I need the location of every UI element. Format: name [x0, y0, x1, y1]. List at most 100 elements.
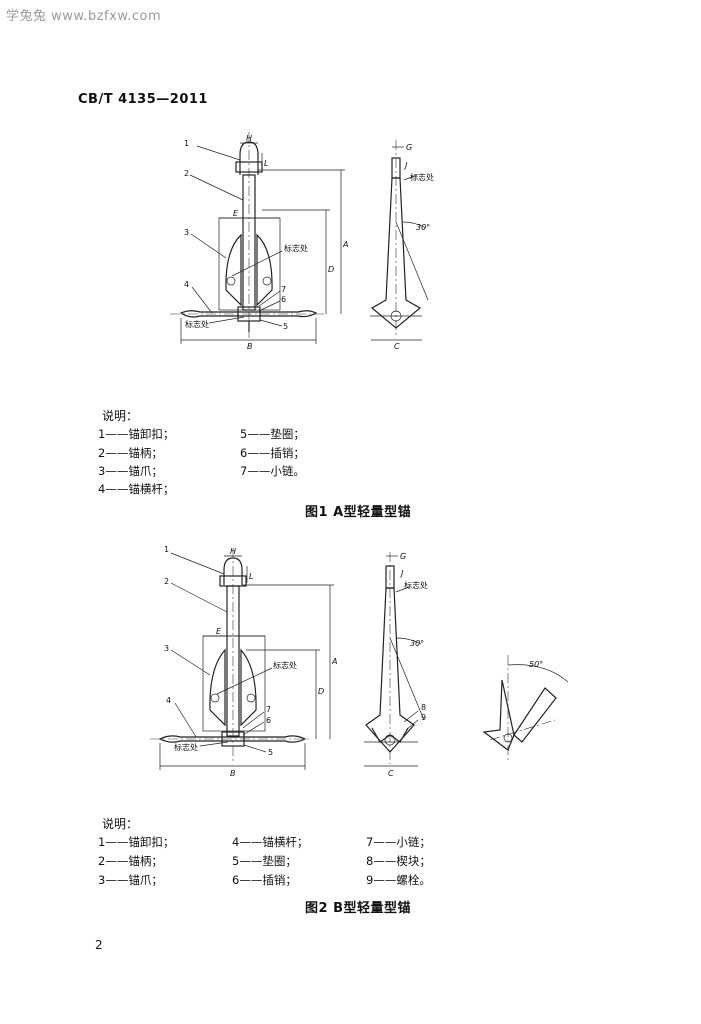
fig2-leader-1: [170, 552, 225, 575]
fig2-legend-item-4: 4——锚横杆；: [232, 835, 309, 849]
fig1-legend-item-1: 1——锚卸扣；: [98, 427, 175, 441]
fig2-callout-8: 8: [421, 703, 426, 712]
figure1-drawing: [170, 132, 429, 344]
fig2-legend-item-2: 2——锚柄；: [98, 854, 163, 868]
fig2-detail-angle-arc: [507, 664, 569, 683]
fig2-side-angle-line: [389, 637, 425, 721]
fig2-leader-8: [403, 710, 419, 723]
fig1-leader-mark: [231, 250, 283, 277]
fig2-legend-item-1: 1——锚卸扣；: [98, 835, 175, 849]
fig1-leader-6: [258, 300, 281, 312]
fig1-legend-item-6: 6——插销；: [240, 446, 305, 460]
fig2-legend-item-5: 5——垫圈；: [232, 854, 297, 868]
fig2-fluke-right: [240, 648, 257, 727]
fig2-hole-right: [246, 693, 256, 703]
fig1-dim-d-label: D: [328, 265, 334, 274]
page-number: 2: [95, 938, 103, 952]
fig2-leader-6: [242, 721, 265, 736]
fig1-fluke-left: [225, 233, 242, 307]
fig2-legend-item-7: 7——小链；: [366, 835, 431, 849]
fig1-dim-e-label: E: [233, 209, 239, 218]
fig2-leader-5: [243, 744, 267, 753]
fig2-dim-h-label: H: [230, 547, 236, 556]
fig1-leader-4: [191, 286, 213, 314]
fig2-caption: 图2 B型轻量型锚: [305, 901, 411, 916]
fig2-legend-item-6: 6——插销；: [232, 873, 297, 887]
fig2-leader-mark2: [199, 741, 229, 747]
figure2-drawing: [150, 548, 569, 770]
fig2-detail-fluke-right: [513, 687, 557, 743]
fig2-legend-item-3: 3——锚爪；: [98, 873, 163, 887]
fig2-leader-9: [405, 719, 419, 731]
fig2-callout-2: 2: [164, 577, 169, 586]
fig1-legend-item-3: 3——锚爪；: [98, 464, 163, 478]
fig2-dim-a-label: A: [331, 657, 337, 666]
fig2-dim-c-label: C: [388, 769, 394, 778]
fig2-legend-item-8: 8——楔块；: [366, 854, 431, 868]
fig2-stock: [158, 735, 307, 743]
fig2-callout-1: 1: [164, 545, 169, 554]
fig2-leader-4: [174, 702, 197, 738]
fig1-side-body: [370, 177, 422, 329]
fig1-hole-left: [226, 276, 236, 286]
fig2-callout-6: 6: [266, 716, 271, 725]
fig1-dim-j-label: J: [403, 161, 408, 170]
fig1-leader-mark-side: [403, 174, 418, 181]
fig1-callout-7: 7: [281, 285, 286, 294]
fig1-leader-7: [258, 290, 281, 307]
standard-code: CB/T 4135—2011: [78, 92, 208, 107]
fig1-dim-g-label: G: [406, 143, 412, 152]
fig2-callout-5: 5: [268, 748, 273, 757]
fig2-leader-3: [170, 649, 211, 676]
fig2-leader-7: [242, 711, 265, 729]
fig2-legend-title: 说明：: [102, 817, 139, 831]
fig1-callout-6: 6: [281, 295, 286, 304]
fig1-leader-3: [190, 233, 227, 259]
fig2-angle-arc: [396, 637, 422, 645]
fig2-angle2-label: 50°: [529, 660, 543, 669]
fig1-dim-h-label: H: [246, 134, 252, 143]
fig1-dim-c-label: C: [394, 342, 400, 351]
figure2-labels: 1 2 3 4 5 6 7 8 9 H L E A D B G J C 标志处 …: [164, 545, 543, 778]
fig2-callout-3: 3: [164, 644, 169, 653]
fig2-dim-j-label: J: [399, 569, 404, 578]
fig1-leader-1: [196, 145, 241, 161]
fig2-dim-g-label: G: [400, 552, 406, 561]
fig1-marking-label: 标志处: [284, 243, 308, 253]
fig1-stock: [179, 310, 318, 318]
fig2-detail-axis: [489, 719, 556, 741]
fig1-callout-4: 4: [184, 280, 189, 289]
fig2-side-crown: [384, 734, 396, 746]
fig1-dim-b-label: B: [247, 342, 253, 351]
fig1-legend-item-4: 4——锚横杆；: [98, 482, 175, 496]
fig2-detail-fluke-left: [482, 679, 515, 751]
fig1-leader-2: [189, 174, 244, 201]
fig1-caption: 图1 A型轻量型锚: [305, 505, 412, 520]
fig1-dim-l-label: L: [264, 159, 268, 168]
fig1-leader-5: [259, 319, 283, 327]
fig2-marking-label-2: 标志处: [174, 742, 198, 752]
fig2-dim-e-label: E: [216, 627, 222, 636]
fig1-callout-2: 2: [184, 169, 189, 178]
fig1-callout-5: 5: [283, 322, 288, 331]
fig2-leader-mark-side: [395, 586, 410, 593]
fig2-angle1-label: 30°: [410, 639, 424, 648]
fig1-side-angle-line: [395, 221, 429, 301]
fig2-detail-crown: [503, 733, 513, 743]
fig1-legend-item-5: 5——垫圈；: [240, 427, 305, 441]
fig1-angle-arc: [402, 221, 427, 229]
fig1-angle-label: 30°: [416, 223, 430, 232]
fig2-leader-mark: [216, 667, 273, 695]
fig1-leader-mark2: [208, 316, 245, 324]
fig2-callout-9: 9: [421, 713, 426, 722]
fig2-dim-l-label: L: [249, 572, 253, 581]
fig2-fluke-left: [209, 648, 226, 727]
fig2-dim-b-label: B: [230, 769, 236, 778]
fig1-callout-3: 3: [184, 228, 189, 237]
fig1-fluke-right: [256, 233, 273, 307]
fig1-hole-right: [262, 276, 272, 286]
fig2-callout-7: 7: [266, 705, 271, 714]
figure1-labels: 1 2 3 4 5 6 7 H L E A D B G J C 标志处 标志处 …: [184, 134, 434, 351]
fig2-hole-left: [210, 693, 220, 703]
